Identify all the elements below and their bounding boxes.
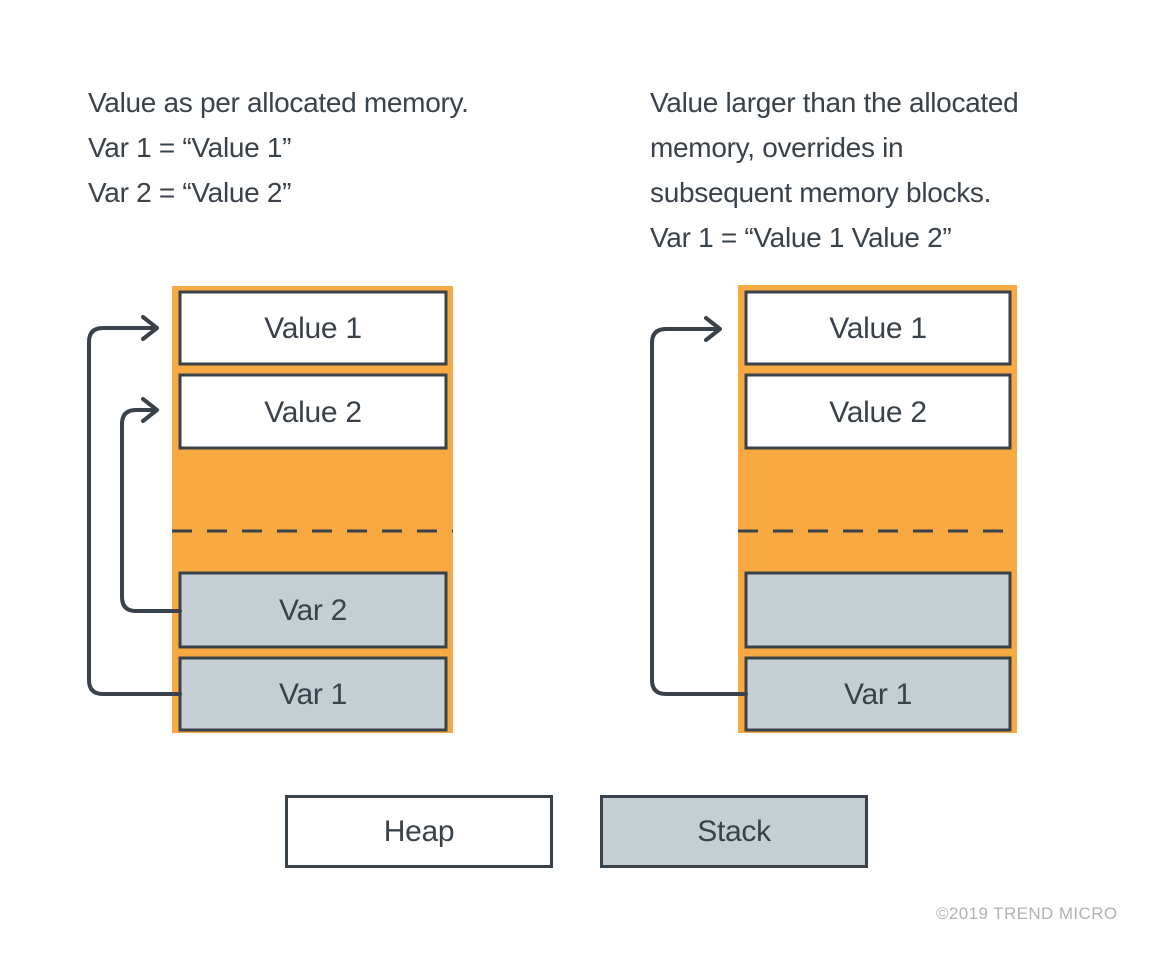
right-caption-line-4: Var 1 = “Value 1 Value 2” (650, 222, 952, 253)
arrowhead-var1-to-value1 (704, 316, 722, 342)
right-caption-line-3: subsequent memory blocks. (650, 177, 992, 208)
left-caption-line-2: Var 1 = “Value 1” (88, 132, 292, 163)
right-caption-line-1: Value larger than the allocated (650, 87, 1019, 118)
legend-stack-label: Stack (697, 814, 771, 848)
right-caption-line-2: memory, overrides in (650, 132, 904, 163)
pointer-arrow-var1-to-value1 (650, 327, 748, 696)
stack-block-var1 (744, 656, 1012, 732)
pointer-arrow-var2-to-value2 (120, 408, 182, 613)
heap-block-value2 (744, 373, 1012, 450)
heap-block-value1-label: Value 1 (829, 312, 926, 345)
arrowhead-var2-to-value2 (141, 397, 159, 423)
stack-block-empty (744, 571, 1012, 649)
left-caption: Value as per allocated memory. Var 1 = “… (88, 80, 469, 215)
pointer-arrow-var1-to-value1 (87, 326, 182, 696)
legend-heap: Heap (285, 795, 553, 868)
left-caption-line-1: Value as per allocated memory. (88, 87, 469, 118)
heap-block-value1-label: Value 1 (264, 312, 361, 345)
stack-block-var1-label: Var 1 (844, 678, 912, 711)
heap-block-value2-label: Value 2 (829, 396, 926, 429)
stack-block-var2 (178, 571, 448, 649)
heap-block-value1 (178, 290, 448, 366)
heap-block-value2-label: Value 2 (264, 396, 361, 429)
right-memory-diagram: Value 1 Value 2 Var 1 (650, 285, 1017, 733)
legend-heap-label: Heap (383, 814, 455, 848)
heap-block-value2 (178, 373, 448, 450)
left-caption-line-3: Var 2 = “Value 2” (88, 177, 292, 208)
stack-block-var1 (178, 656, 448, 732)
copyright: ©2019 TREND MICRO (936, 904, 1118, 923)
stack-block-var2-label: Var 2 (279, 594, 347, 627)
stack-block-var1-label: Var 1 (279, 678, 347, 711)
right-caption: Value larger than the allocated memory, … (650, 80, 1019, 260)
arrowhead-var1-to-value1 (141, 315, 159, 341)
legend-stack: Stack (600, 795, 868, 868)
heap-block-value1 (744, 290, 1012, 366)
left-memory-diagram: Value 1 Value 2 Var 2 Var 1 (87, 286, 453, 733)
